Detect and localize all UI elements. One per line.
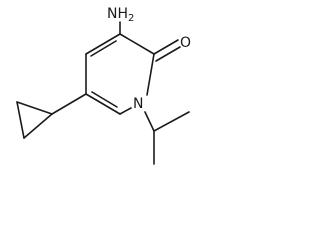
bond-c5-cyclopropyl [51, 93, 87, 115]
bond-c5-c6 [85, 93, 121, 115]
bond-c2-o-double [155, 46, 181, 62]
structure-diagram: NH2 O N [16, 6, 191, 165]
bond-n1-c2 [146, 53, 155, 96]
bond-c2-o [153, 39, 179, 55]
amine-n-label: NH2 [107, 6, 134, 24]
bond-cyclopropyl-c [23, 113, 53, 139]
bond-c3-c4 [85, 33, 121, 55]
bond-c3-c4-inner [90, 40, 117, 57]
ring-nitrogen-label: N [133, 96, 143, 112]
bond-n1-ch [144, 111, 155, 132]
bond-ch-methyl-up [153, 111, 190, 132]
bond-cyclopropyl-a [16, 101, 53, 115]
bond-c6-n1 [119, 107, 132, 115]
bond-cyclopropyl-b [16, 101, 25, 139]
carbonyl-oxygen-label: O [180, 35, 191, 51]
bond-c5-c6-inner [91, 91, 118, 108]
bond-c2-c3 [119, 33, 155, 55]
